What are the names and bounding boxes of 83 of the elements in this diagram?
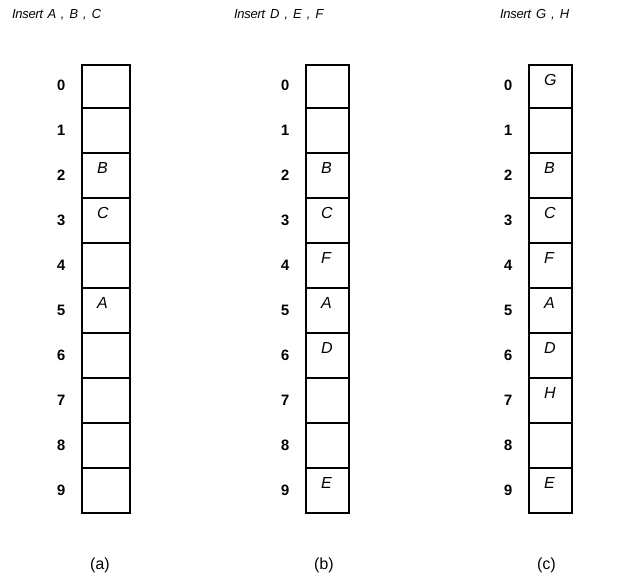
hash-slot [528, 64, 573, 109]
slot-index: 8 [280, 437, 290, 454]
empty-hash-slot [305, 107, 350, 154]
slot-index: 8 [56, 437, 66, 454]
empty-hash-slot [81, 377, 131, 424]
hash-slot [528, 332, 573, 379]
slot-index: 1 [56, 122, 66, 139]
hash-slot [305, 332, 350, 379]
slot-key: D [544, 340, 556, 357]
slot-key: F [544, 250, 554, 267]
slot-key: A [97, 295, 108, 312]
slot-index: 5 [56, 302, 66, 319]
hash-slot [528, 242, 573, 289]
slot-index: 2 [502, 167, 514, 184]
slot-index: 6 [502, 347, 514, 364]
slot-key: B [544, 160, 555, 177]
slot-index: 0 [280, 77, 290, 94]
empty-hash-slot [528, 107, 573, 154]
slot-index: 3 [502, 212, 514, 229]
slot-key: D [321, 340, 333, 357]
empty-hash-slot [305, 377, 350, 424]
slot-key: A [544, 295, 555, 312]
slot-index: 3 [56, 212, 66, 229]
slot-key: G [544, 72, 556, 89]
empty-hash-slot [81, 467, 131, 514]
empty-hash-slot [81, 422, 131, 469]
hash-slot [305, 287, 350, 334]
slot-index: 9 [56, 482, 66, 499]
hash-slot [528, 152, 573, 199]
slot-index: 2 [280, 167, 290, 184]
slot-key: B [97, 160, 108, 177]
empty-hash-slot [81, 107, 131, 154]
slot-index: 5 [502, 302, 514, 319]
slot-index: 6 [280, 347, 290, 364]
hash-slot [81, 287, 131, 334]
slot-index: 0 [502, 77, 514, 94]
slot-index: 4 [502, 257, 514, 274]
slot-index: 6 [56, 347, 66, 364]
slot-index: 2 [56, 167, 66, 184]
slot-index: 9 [502, 482, 514, 499]
slot-key: E [544, 475, 555, 492]
slot-index: 4 [56, 257, 66, 274]
slot-key: E [321, 475, 332, 492]
slot-key: A [321, 295, 332, 312]
slot-index: 3 [280, 212, 290, 229]
panel-caption: (a) [90, 556, 110, 574]
hash-slot [528, 287, 573, 334]
slot-index: 5 [280, 302, 290, 319]
slot-index: 8 [502, 437, 514, 454]
hash-slot [528, 467, 573, 514]
slot-index: 9 [280, 482, 290, 499]
slot-index: 7 [502, 392, 514, 409]
slot-index: 7 [280, 392, 290, 409]
panel-caption: (c) [537, 556, 556, 574]
empty-hash-slot [305, 422, 350, 469]
slot-key: C [544, 205, 556, 222]
insert-heading: Insert D , E , F [234, 6, 323, 21]
slot-index: 0 [56, 77, 66, 94]
hash-slot [528, 377, 573, 424]
hash-slot [528, 197, 573, 244]
panel-caption: (b) [314, 556, 334, 574]
hash-slot [81, 197, 131, 244]
empty-hash-slot [81, 242, 131, 289]
slot-key: C [321, 205, 333, 222]
slot-index: 7 [56, 392, 66, 409]
hash-slot [81, 152, 131, 199]
insert-heading: Insert G , H [500, 6, 569, 21]
empty-hash-slot [81, 332, 131, 379]
empty-hash-slot [305, 64, 350, 109]
hash-slot [305, 197, 350, 244]
hash-slot [305, 152, 350, 199]
hash-slot [305, 242, 350, 289]
empty-hash-slot [81, 64, 131, 109]
slot-key: B [321, 160, 332, 177]
slot-key: C [97, 205, 109, 222]
hash-slot [305, 467, 350, 514]
slot-key: H [544, 385, 556, 402]
slot-key: F [321, 250, 331, 267]
insert-heading: Insert A , B , C [12, 6, 101, 21]
slot-index: 1 [280, 122, 290, 139]
slot-index: 1 [502, 122, 514, 139]
slot-index: 4 [280, 257, 290, 274]
empty-hash-slot [528, 422, 573, 469]
